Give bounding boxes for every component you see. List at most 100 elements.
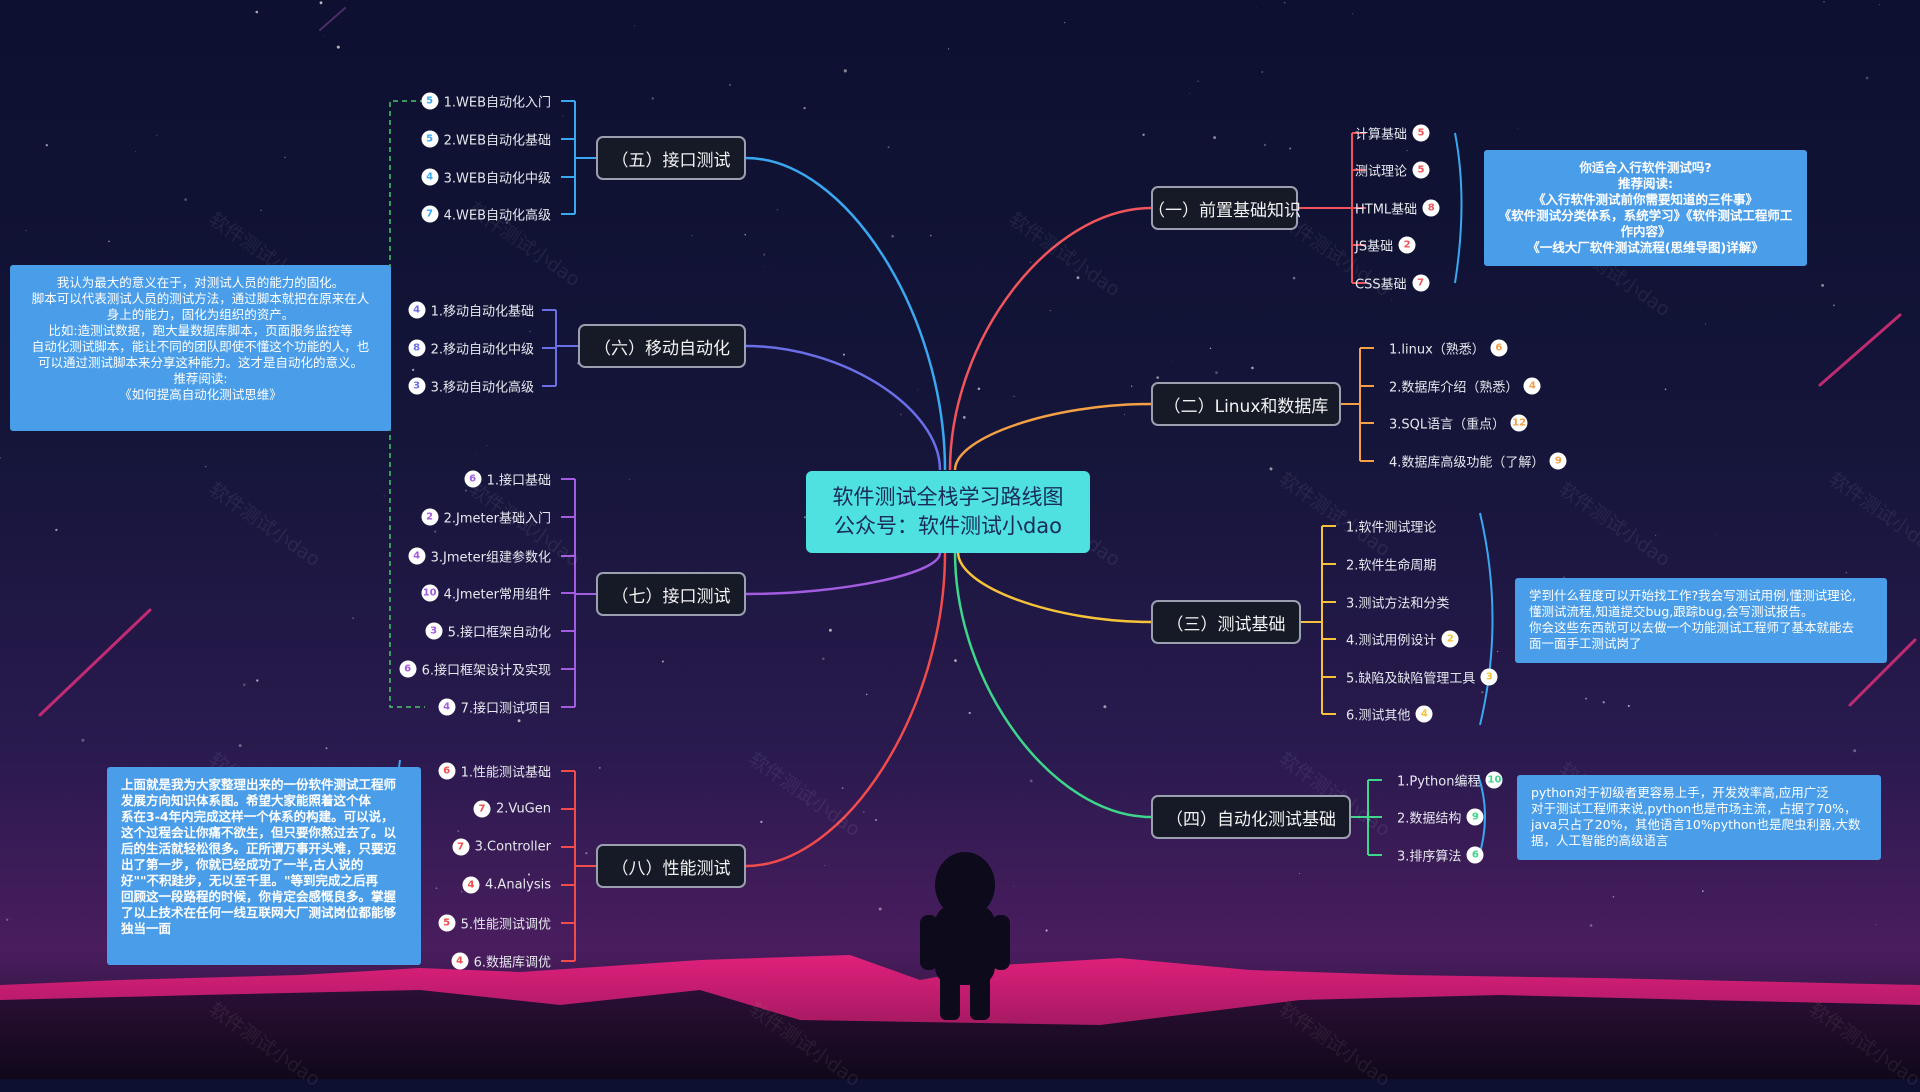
note-line: 这个过程会让你痛不欲生，但只要你熬过去了。以	[121, 825, 397, 840]
leaf-item[interactable]: 6.接口框架设计及实现	[421, 663, 551, 679]
center-title: 软件测试全栈学习路线图	[832, 485, 1064, 509]
note-line: 面一面手工测试岗了	[1529, 636, 1642, 651]
leaf-item[interactable]: 4.WEB自动化高级	[443, 208, 551, 224]
note-line: 《一线大厂软件测试流程(思维导图)详解》	[1527, 240, 1764, 255]
count-badge: 5	[421, 130, 439, 148]
leaf-item[interactable]: 1.移动自动化基础	[430, 304, 534, 320]
count-badge: 4	[421, 168, 439, 186]
leaf-item[interactable]: 5.性能测试调优	[460, 917, 551, 933]
leaf-item[interactable]: 3.SQL语言（重点）	[1389, 417, 1506, 433]
leaf-item[interactable]: 2.VuGen	[496, 801, 551, 817]
note-line: 《入行软件测试前你需要知道的三件事》	[1532, 192, 1758, 207]
count-badge: 4	[451, 952, 469, 970]
leaf-item[interactable]: 6.数据库调优	[473, 955, 551, 971]
count-badge: 6	[438, 762, 456, 780]
leaf-item[interactable]: 3.WEB自动化中级	[443, 171, 551, 187]
leaf-item[interactable]: 2.Jmeter基础入门	[443, 511, 551, 527]
note-line: 对于测试工程师来说,python也是市场主流，占据了70%，	[1531, 801, 1857, 816]
count-badge: 4	[408, 547, 426, 565]
leaf-item[interactable]: 3.测试方法和分类	[1346, 596, 1450, 612]
leaf-item[interactable]: 1.接口基础	[486, 473, 551, 489]
count-badge: 10	[1485, 771, 1503, 789]
note-line: 脚本可以代表测试人员的测试方法，通过脚本就把在原来在人	[31, 291, 370, 306]
leaf-item[interactable]: 3.排序算法	[1397, 849, 1462, 865]
branch-node-8[interactable]: （八）性能测试	[596, 844, 746, 888]
leaf-item[interactable]: 1.WEB自动化入门	[443, 95, 551, 111]
leaf-item[interactable]: 3.移动自动化高级	[430, 380, 534, 396]
note-line: python对于初级者更容易上手，开发效率高,应用广泛	[1531, 785, 1829, 800]
leaf-item[interactable]: 7.接口测试项目	[460, 701, 551, 717]
count-badge: 7	[421, 205, 439, 223]
note-automation-meaning: 我认为最大的意义在于，对测试人员的能力的固化。脚本可以代表测试人员的测试方法，通…	[10, 265, 391, 431]
note-line: 独当一面	[121, 921, 172, 936]
count-badge: 5	[438, 914, 456, 932]
center-node[interactable]: 软件测试全栈学习路线图 公众号：软件测试小dao	[806, 471, 1090, 553]
branch-node-6[interactable]: （六）移动自动化	[578, 324, 746, 368]
note-line: 你会这些东西就可以去做一个功能测试工程师了基本就能去	[1529, 620, 1855, 635]
note-line: 你适合入行软件测试吗?	[1579, 160, 1712, 175]
count-badge: 7	[1412, 274, 1430, 292]
leaf-item[interactable]: 2.软件生命周期	[1346, 558, 1437, 574]
count-badge: 12	[1510, 414, 1528, 432]
leaf-item[interactable]: 6.测试其他	[1346, 708, 1411, 724]
leaf-item[interactable]: JS基础	[1355, 239, 1394, 255]
leaf-item[interactable]: 1.性能测试基础	[460, 765, 551, 781]
note-line: 《软件测试分类体系，系统学习》《软件测试工程师工作内容》	[1498, 208, 1793, 239]
leaf-item[interactable]: 2.数据结构	[1397, 811, 1462, 827]
count-badge: 7	[473, 800, 491, 818]
count-badge: 4	[462, 876, 480, 894]
leaf-item[interactable]: 2.移动自动化中级	[430, 342, 534, 358]
count-badge: 8	[1422, 199, 1440, 217]
count-badge: 7	[452, 838, 470, 856]
leaf-item[interactable]: 5.接口框架自动化	[447, 625, 551, 641]
branch-node-1[interactable]: （一）前置基础知识	[1148, 186, 1301, 230]
leaf-item[interactable]: HTML基础	[1355, 202, 1418, 218]
leaf-item[interactable]: 2.数据库介绍（熟悉）	[1389, 380, 1519, 396]
leaf-item[interactable]: 3.Controller	[474, 839, 551, 855]
count-badge: 6	[464, 470, 482, 488]
count-badge: 10	[421, 584, 439, 602]
count-badge: 5	[421, 92, 439, 110]
branch-node-5[interactable]: （五）接口测试	[596, 136, 746, 180]
meteor-streaks	[38, 7, 1917, 717]
branch-node-7[interactable]: （七）接口测试	[596, 572, 746, 616]
count-badge: 2	[1441, 630, 1459, 648]
leaf-item[interactable]: 测试理论	[1355, 164, 1408, 180]
leaf-item[interactable]: 计算基础	[1355, 127, 1408, 143]
leaf-item[interactable]: 5.缺陷及缺陷管理工具	[1346, 671, 1476, 687]
note-career-fit: 你适合入行软件测试吗?推荐阅读:《入行软件测试前你需要知道的三件事》《软件测试分…	[1484, 150, 1807, 266]
astronaut-silhouette	[920, 852, 1010, 1020]
count-badge: 6	[1466, 846, 1484, 864]
note-line: 《如何提高自动化测试思维》	[119, 387, 282, 402]
count-badge: 2	[421, 508, 439, 526]
leaf-item[interactable]: 4.Jmeter常用组件	[443, 587, 551, 603]
count-badge: 3	[1480, 668, 1498, 686]
note-line: 身上的能力，固化为组织的资产。	[106, 307, 295, 322]
leaf-item[interactable]: CSS基础	[1355, 277, 1407, 293]
count-badge: 6	[1490, 339, 1508, 357]
leaf-item[interactable]: 1.软件测试理论	[1346, 520, 1437, 536]
note-line: 自动化测试脚本，能让不同的团队即使不懂这个功能的人，也	[31, 339, 370, 354]
leaf-item[interactable]: 1.Python编程	[1397, 774, 1481, 790]
branch-node-3[interactable]: （三）测试基础	[1151, 600, 1301, 644]
note-line: 可以通过测试脚本来分享这种能力。这才是自动化的意义。	[37, 355, 363, 370]
note-summary: 上面就是我为大家整理出来的一份软件测试工程师发展方向知识体系图。希望大家能照着这…	[107, 767, 421, 965]
leaf-item[interactable]: 3.Jmeter组建参数化	[430, 550, 551, 566]
note-line: 后的生活就轻松很多。正所谓万事开头难，只要迈	[121, 841, 397, 856]
note-line: 推荐阅读:	[173, 371, 228, 386]
note-line: 出了第一步，你就已经成功了一半,古人说的	[121, 857, 364, 872]
note-line: 推荐阅读:	[1618, 176, 1673, 191]
leaf-item[interactable]: 2.WEB自动化基础	[443, 133, 551, 149]
branch-node-4[interactable]: （四）自动化测试基础	[1151, 795, 1351, 839]
leaf-item[interactable]: 4.Analysis	[485, 877, 551, 893]
note-line: java只占了20%，其他语言10%python也是爬虫利器,大数	[1531, 817, 1861, 832]
leaf-item[interactable]: 4.测试用例设计	[1346, 633, 1437, 649]
count-badge: 5	[1412, 124, 1430, 142]
leaf-item[interactable]: 1.linux（熟悉）	[1389, 342, 1485, 358]
leaf-item[interactable]: 4.数据库高级功能（了解）	[1389, 455, 1545, 471]
note-line: 我认为最大的意义在于，对测试人员的能力的固化。	[56, 275, 345, 290]
branch-node-2[interactable]: （二）Linux和数据库	[1151, 382, 1341, 426]
count-badge: 4	[408, 301, 426, 319]
count-badge: 4	[1523, 377, 1541, 395]
